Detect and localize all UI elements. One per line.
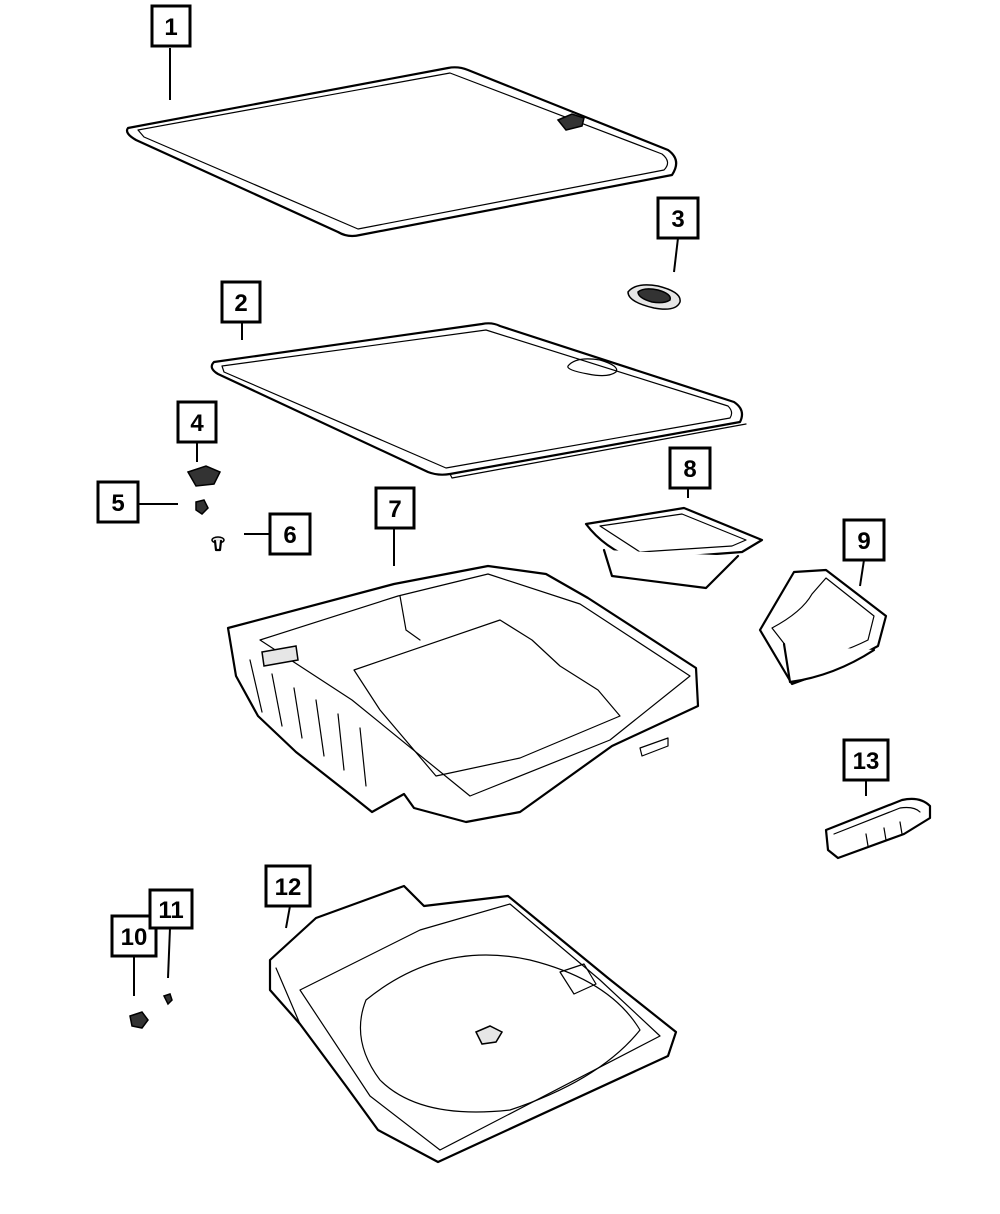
leader-11 <box>167 927 171 979</box>
part-6-screw <box>211 536 225 552</box>
callout-6: 6 <box>268 512 312 556</box>
svg-text:3: 3 <box>671 206 684 233</box>
part-12-spare-tire-well <box>268 884 678 1164</box>
svg-text:12: 12 <box>275 874 302 901</box>
callout-9: 9 <box>842 518 886 562</box>
svg-text:4: 4 <box>190 410 204 437</box>
callout-1: 1 <box>150 4 192 48</box>
part-5-fastener <box>195 499 209 515</box>
part-1-cover-panel <box>125 66 678 238</box>
callout-10: 10 <box>110 914 158 958</box>
svg-text:2: 2 <box>234 290 247 317</box>
svg-text:7: 7 <box>388 496 401 523</box>
callout-3: 3 <box>656 196 700 240</box>
svg-text:10: 10 <box>121 924 148 951</box>
part-11-fastener <box>162 993 173 1006</box>
callout-13: 13 <box>842 738 890 782</box>
part-9-side-bin <box>758 568 888 686</box>
callout-7: 7 <box>374 486 416 530</box>
part-8-storage-bin <box>584 506 764 590</box>
part-7-trunk-tub <box>226 564 700 824</box>
callout-11: 11 <box>148 888 194 930</box>
svg-text:6: 6 <box>283 522 296 549</box>
part-2-load-floor <box>210 322 747 479</box>
callout-4: 4 <box>176 400 218 444</box>
svg-text:9: 9 <box>857 528 870 555</box>
svg-text:1: 1 <box>164 14 177 41</box>
svg-text:5: 5 <box>111 490 124 517</box>
leader-3 <box>673 237 679 273</box>
leader-9 <box>859 559 865 587</box>
part-13-trim-piece <box>824 797 932 860</box>
svg-text:8: 8 <box>683 456 696 483</box>
part-3-oval-trim <box>627 284 681 310</box>
callout-12: 12 <box>264 864 312 908</box>
callout-8: 8 <box>668 446 712 490</box>
callout-2: 2 <box>220 280 262 324</box>
part-10-fastener <box>129 1011 149 1029</box>
svg-text:11: 11 <box>158 897 183 924</box>
leader-lines <box>133 48 867 996</box>
callout-5: 5 <box>96 480 140 524</box>
svg-text:13: 13 <box>853 748 880 775</box>
leader-12 <box>285 905 291 929</box>
part-4-clip <box>186 465 222 487</box>
